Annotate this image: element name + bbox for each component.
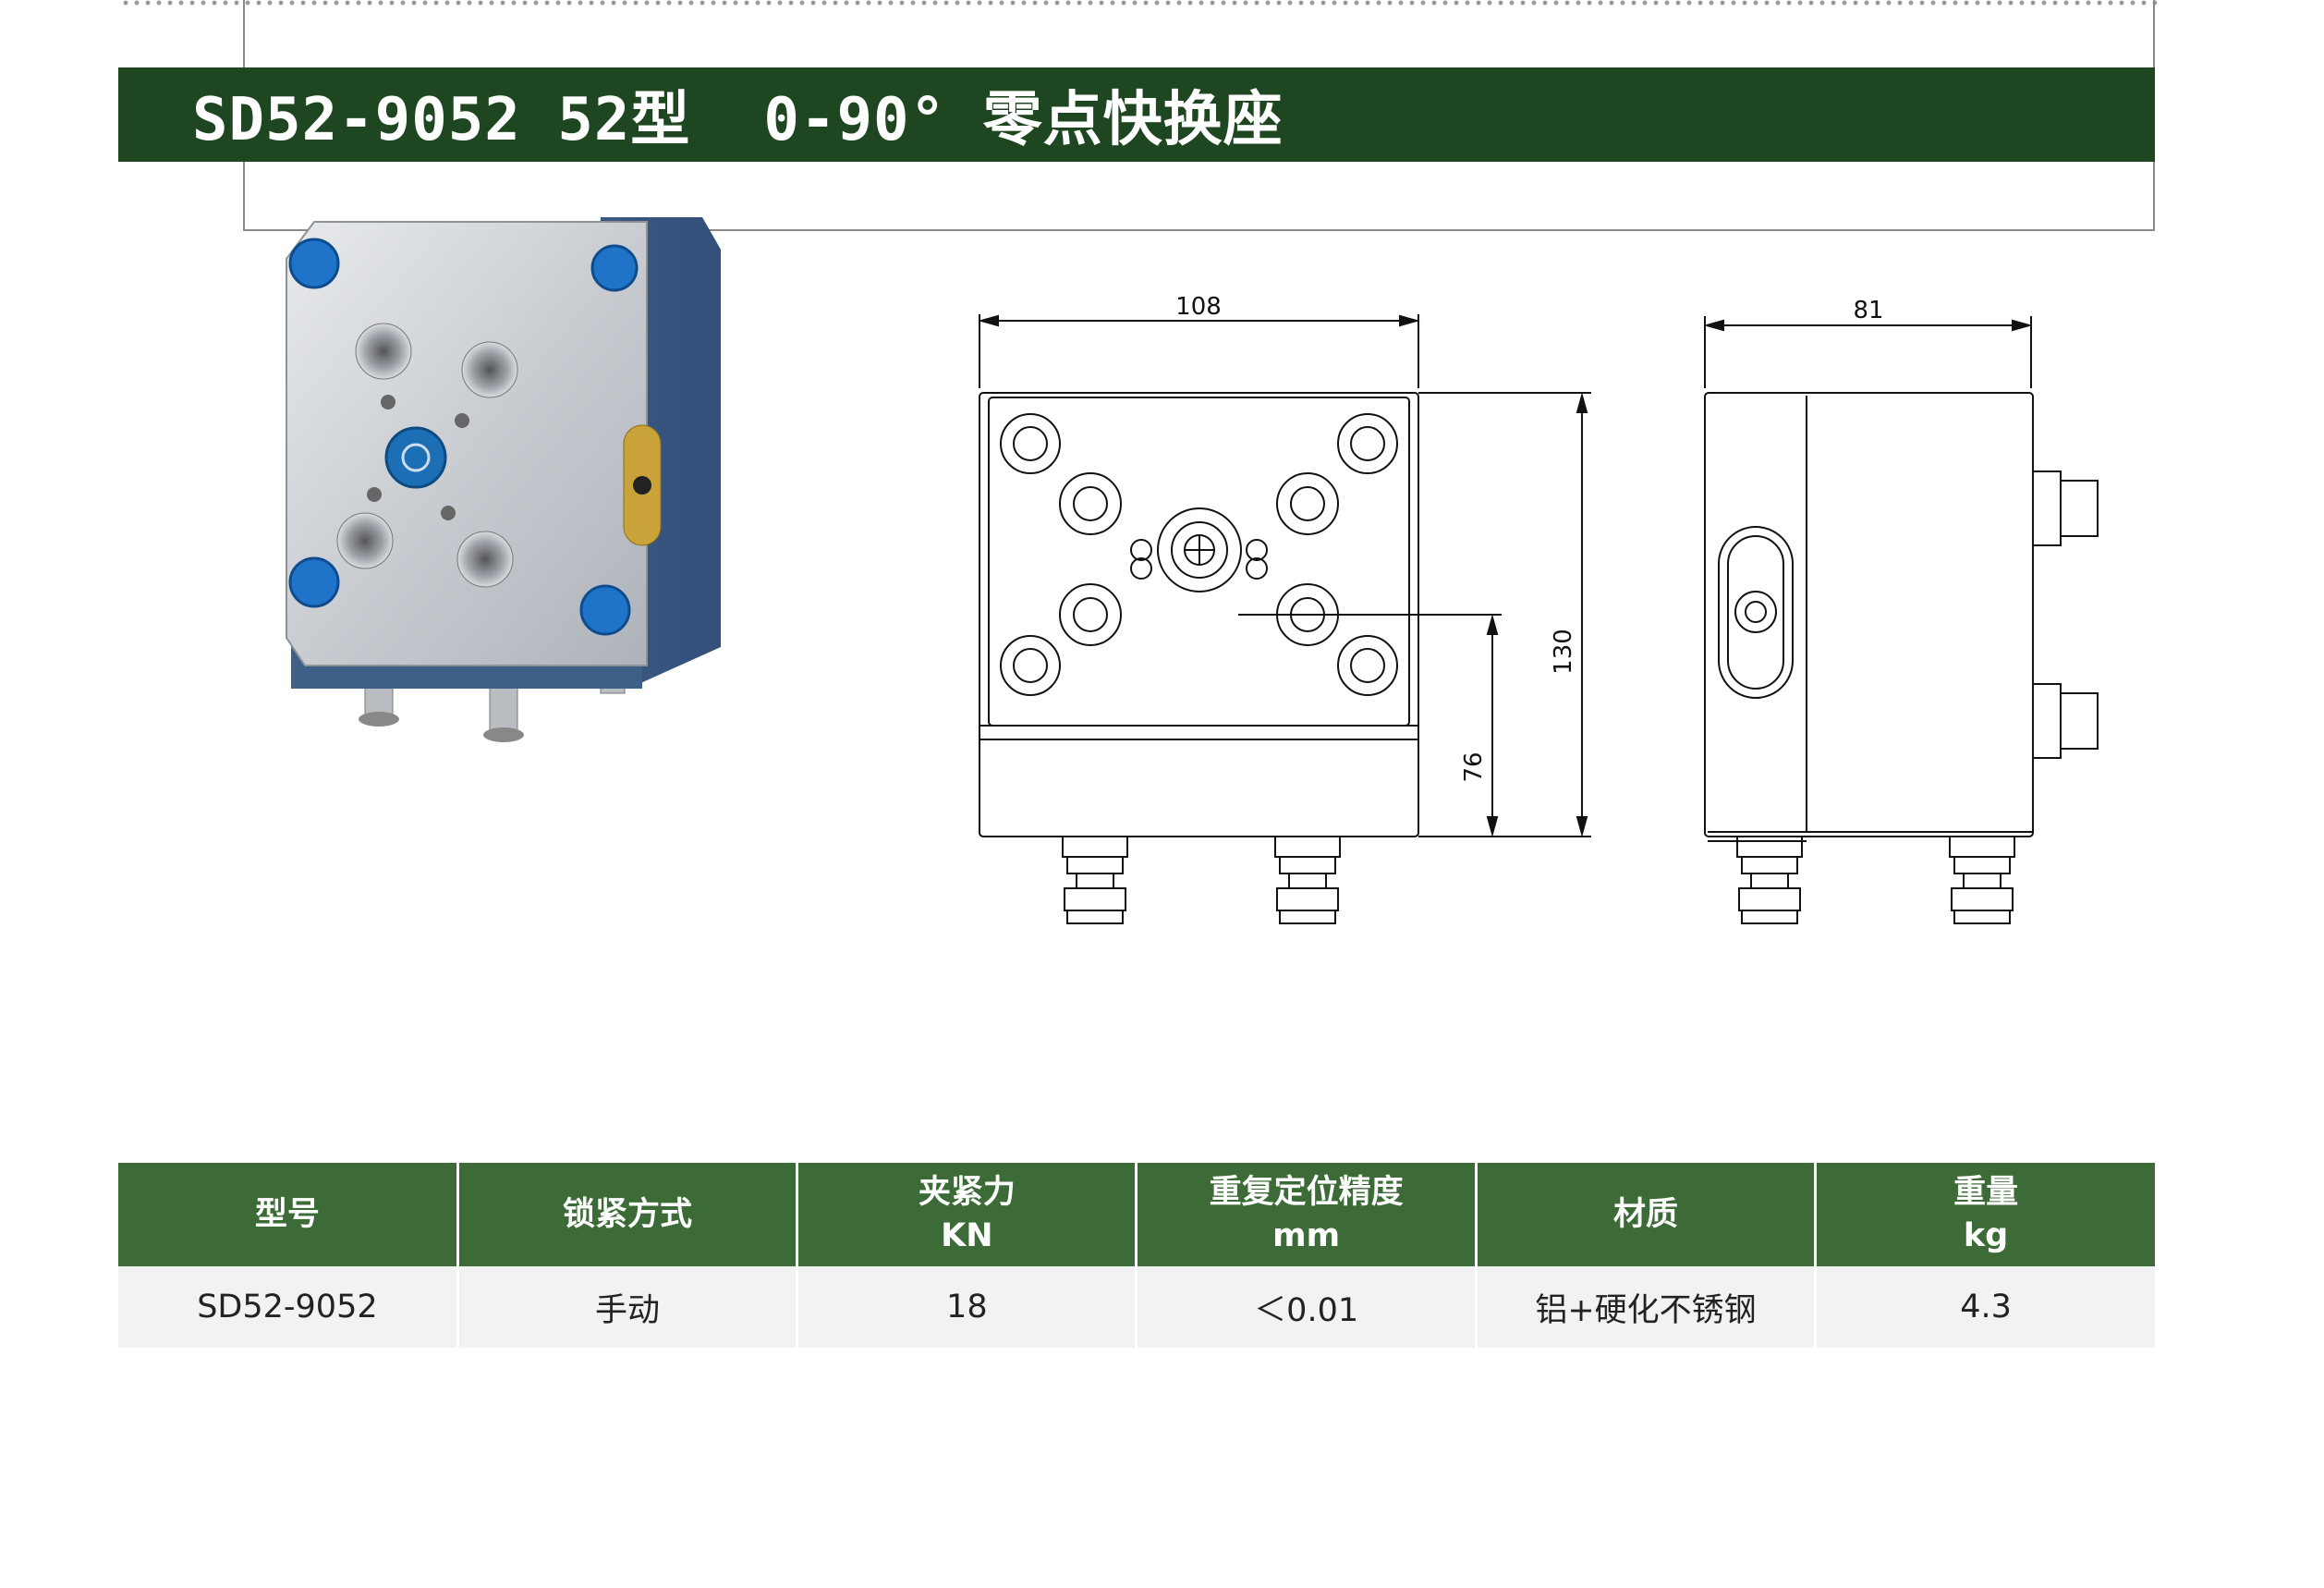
cell-model: SD52-9052	[118, 1266, 459, 1348]
title-bar: SD52-9052 52型 0-90° 零点快换座	[118, 67, 2155, 162]
cell-material: 铝+硬化不锈钢	[1476, 1266, 1818, 1348]
cell-weight: 4.3	[1815, 1266, 2155, 1348]
product-photo	[286, 217, 721, 742]
dim-width-front: 108	[1175, 296, 1222, 321]
dotted-top-border	[120, 0, 2162, 6]
dim-center-height: 76	[1460, 751, 1488, 782]
front-view	[978, 314, 1591, 924]
table-row: SD52-9052 手动 18 ＜0.01 铝+硬化不锈钢 4.3	[118, 1266, 2155, 1348]
technical-drawing: 108 81 130 76	[978, 296, 2099, 924]
side-view	[1703, 316, 2099, 924]
dim-width-side: 81	[1853, 297, 1883, 324]
cell-clamp-force: 18	[797, 1266, 1138, 1348]
header-material: 材质	[1476, 1163, 1818, 1266]
page-title: SD52-9052 52型 0-90° 零点快换座	[192, 86, 1284, 154]
dim-height: 130	[1550, 629, 1577, 675]
cell-repeat-accuracy: ＜0.01	[1136, 1266, 1478, 1348]
header-model: 型号	[118, 1163, 459, 1266]
header-lock-method: 锁紧方式	[457, 1163, 799, 1266]
cell-lock-method: 手动	[457, 1266, 799, 1348]
